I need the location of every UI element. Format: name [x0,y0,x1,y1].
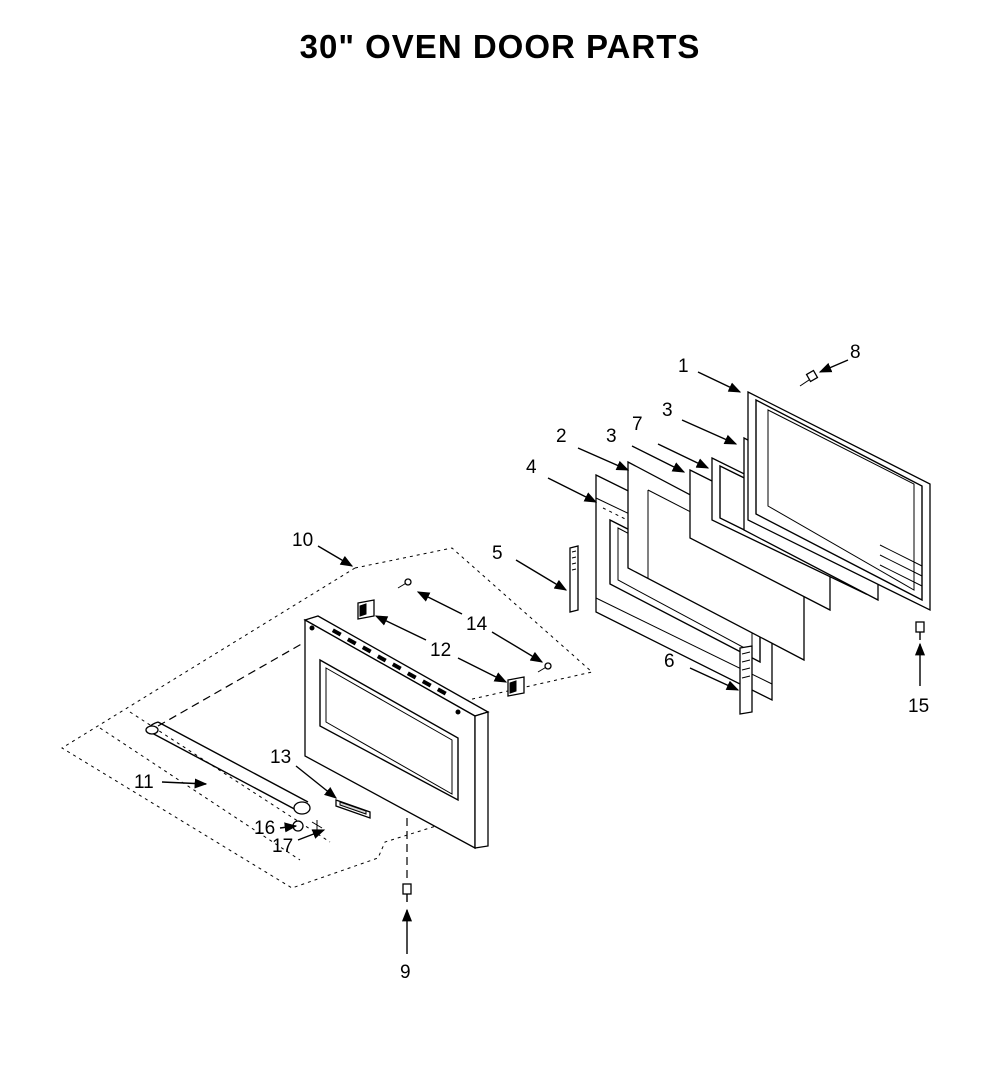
diagram-title: 30" OVEN DOOR PARTS [299,28,701,65]
callout-10: 10 [292,530,313,551]
callout-12: 12 [430,640,451,661]
hinges [569,545,753,715]
callout-13: 13 [270,747,291,768]
handle [145,641,311,815]
callout-5: 5 [492,543,503,564]
leader-arrows [161,359,926,954]
top-and-bottom-screws [799,369,925,640]
callout-9: 9 [400,962,411,983]
handle-brackets [357,578,552,697]
callout-3b: 3 [662,400,673,421]
callout-14: 14 [466,614,488,635]
nameplate [335,799,371,819]
bottom-screw [402,818,412,902]
callout-2: 2 [556,426,567,447]
outer-door-panel [747,390,931,612]
callout-11: 11 [134,772,154,793]
callout-6: 6 [664,651,675,672]
callout-labels: 1 2 3 3 4 5 6 7 8 9 10 11 12 13 14 15 16… [134,342,929,983]
callout-7: 7 [632,414,643,435]
callout-4: 4 [526,457,537,478]
callout-16: 16 [254,818,275,839]
callout-3a: 3 [606,426,617,447]
callout-8: 8 [850,342,861,363]
callout-17: 17 [272,836,293,857]
callout-1: 1 [678,356,689,377]
door-front-panel [303,615,490,850]
end-cap-and-screw [292,820,323,832]
handle-assembly-outline [61,547,594,889]
callout-15: 15 [908,696,929,717]
